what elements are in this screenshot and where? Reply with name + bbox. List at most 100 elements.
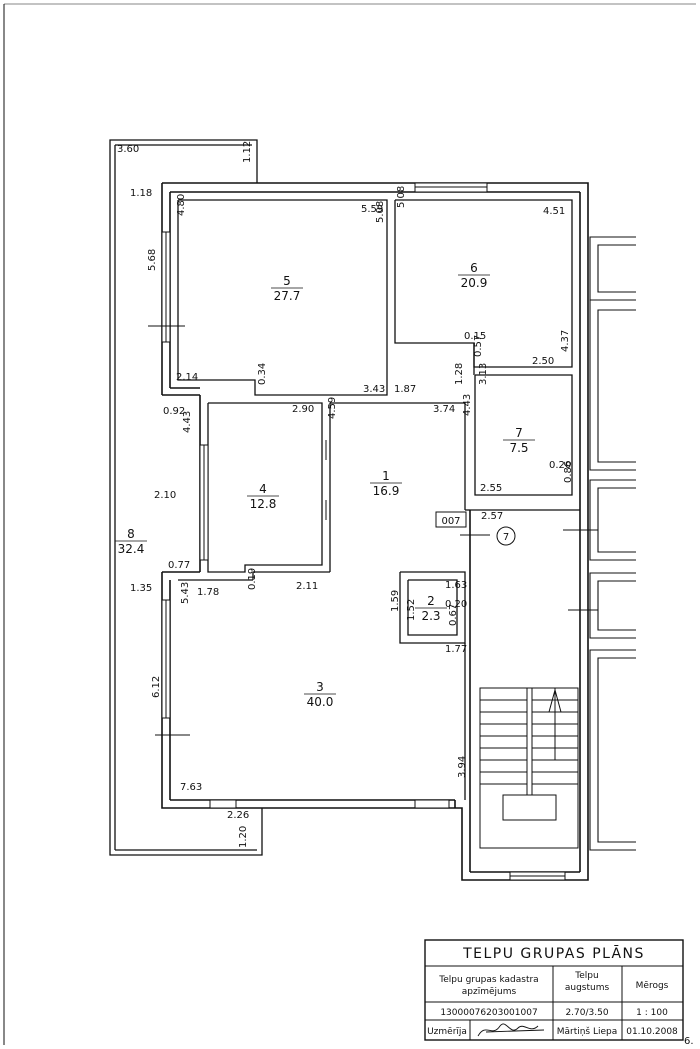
room-3-number: 3 [316, 680, 324, 694]
dimension-label: 0.19 [247, 568, 258, 590]
dimension-label: 1.78 [197, 587, 219, 598]
room-2-label: 22.3 [415, 594, 447, 623]
dimension-label: 0.92 [163, 406, 185, 417]
room-1-area: 16.9 [373, 484, 400, 498]
page-frame [3, 3, 696, 1045]
interior-walls [177, 199, 580, 800]
ceiling-height: 2.70/3.50 [565, 1008, 608, 1018]
dimension-label: 7.63 [180, 782, 202, 793]
dimension-label: 4.37 [560, 330, 571, 352]
surveyor-label: Uzmērīja [427, 1027, 467, 1037]
cadastral-header-line1: Telpu grupas kadastra [438, 975, 538, 985]
terrace-outline [109, 139, 263, 856]
dimension-label: 3.94 [457, 756, 468, 778]
adjacent-walls [589, 236, 636, 851]
room-6-area: 20.9 [461, 276, 488, 290]
room-4-area: 12.8 [250, 497, 277, 511]
dimension-label: 2.26 [227, 810, 249, 821]
cadastral-id: 13000076203001007 [440, 1008, 537, 1018]
scale-header: Mērogs [636, 981, 669, 991]
room-8-number: 8 [127, 527, 135, 541]
dimension-label: 1.35 [130, 583, 152, 594]
room-3-area: 40.0 [307, 695, 334, 709]
dimension-label: 4.80 [176, 194, 187, 216]
dimension-label: 1.52 [406, 599, 417, 621]
room-1-label: 116.9 [370, 469, 402, 498]
dimension-label: 5.59 [361, 204, 383, 215]
staircase [479, 687, 579, 849]
height-header-line2: augstums [565, 983, 610, 993]
dimension-label: 0.15 [464, 331, 486, 342]
dimension-label: 4.43 [462, 394, 473, 416]
room-7-area: 7.5 [509, 441, 528, 455]
room-3-label: 340.0 [304, 680, 336, 709]
dimension-label: 3.74 [433, 404, 455, 415]
survey-date: 01.10.2008 [626, 1027, 678, 1037]
dimension-label: 5.08 [396, 186, 407, 208]
dimension-label: 5.43 [180, 582, 191, 604]
dimension-label: 1.63 [445, 580, 467, 591]
cadastral-header-line2: apzīmējums [462, 987, 517, 997]
dimension-label: 0.57 [473, 335, 484, 357]
dimension-label: 3.43 [363, 384, 385, 395]
entrance-code: 007 [441, 516, 460, 527]
room-8-label: 832.4 [115, 527, 147, 556]
dimension-label: 0.20 [549, 460, 571, 471]
dimension-label: 1.20 [238, 826, 249, 848]
surveyor-name: Mārtiņš Liepa [557, 1026, 618, 1037]
room-1-number: 1 [382, 469, 390, 483]
room-5-area: 27.7 [274, 289, 301, 303]
dimension-label: 0.67 [448, 604, 459, 626]
door-marks [148, 325, 598, 736]
page-mark: 6. [684, 1036, 694, 1047]
exterior-walls [161, 182, 589, 881]
room-7-number: 7 [515, 426, 523, 440]
dimension-label: 1.28 [454, 363, 465, 385]
room-5-number: 5 [283, 274, 291, 288]
room-8-area: 32.4 [118, 542, 145, 556]
room-6-number: 6 [470, 261, 478, 275]
room-2-number: 2 [427, 594, 435, 608]
dimension-label: 0.86 [563, 461, 574, 483]
dimension-label: 2.50 [532, 356, 554, 367]
dimension-label: 2.11 [296, 581, 318, 592]
entrance-code-box [435, 511, 467, 528]
room-5-label: 527.7 [271, 274, 303, 303]
dimension-label: 1.87 [394, 384, 416, 395]
title-block: TELPU GRUPAS PLĀNS Telpu grupas kadastra… [424, 939, 684, 1041]
title-block-title: TELPU GRUPAS PLĀNS [462, 945, 645, 962]
dimension-label: 4.43 [182, 411, 193, 433]
dimension-label: 2.10 [154, 490, 176, 501]
room-4-number: 4 [259, 482, 267, 496]
room-6-label: 620.9 [458, 261, 490, 290]
dimension-label: 0.34 [257, 363, 268, 385]
dimension-label: 1.18 [130, 188, 152, 199]
room-4-label: 412.8 [247, 482, 279, 511]
dimension-label: 2.90 [292, 404, 314, 415]
signature [477, 1023, 545, 1037]
dimension-label: 1.77 [445, 644, 467, 655]
dimension-label: 1.12 [242, 141, 253, 163]
dimension-label: 1.59 [390, 590, 401, 612]
room-2-area: 2.3 [421, 609, 440, 623]
dimension-label: 3.60 [117, 144, 139, 155]
dimension-label: 0.77 [168, 560, 190, 571]
dimension-label: 2.57 [481, 511, 503, 522]
height-header-line1: Telpu [574, 971, 598, 981]
stair-marker-circle [496, 526, 516, 546]
windows [161, 182, 566, 881]
dimension-label: 3.13 [478, 363, 489, 385]
dimension-label: 5.08 [375, 201, 386, 223]
dimension-label: 4.51 [543, 206, 565, 217]
stair-marker-label: 7 [503, 532, 509, 543]
dimension-label: 0.20 [445, 599, 467, 610]
dimension-label: 4.59 [327, 397, 338, 419]
dimension-label: 2.55 [480, 483, 502, 494]
room-7-label: 77.5 [503, 426, 535, 455]
dimension-label: 2.14 [176, 372, 198, 383]
dimension-label: 6.12 [151, 676, 162, 698]
scale-value: 1 : 100 [636, 1008, 668, 1018]
